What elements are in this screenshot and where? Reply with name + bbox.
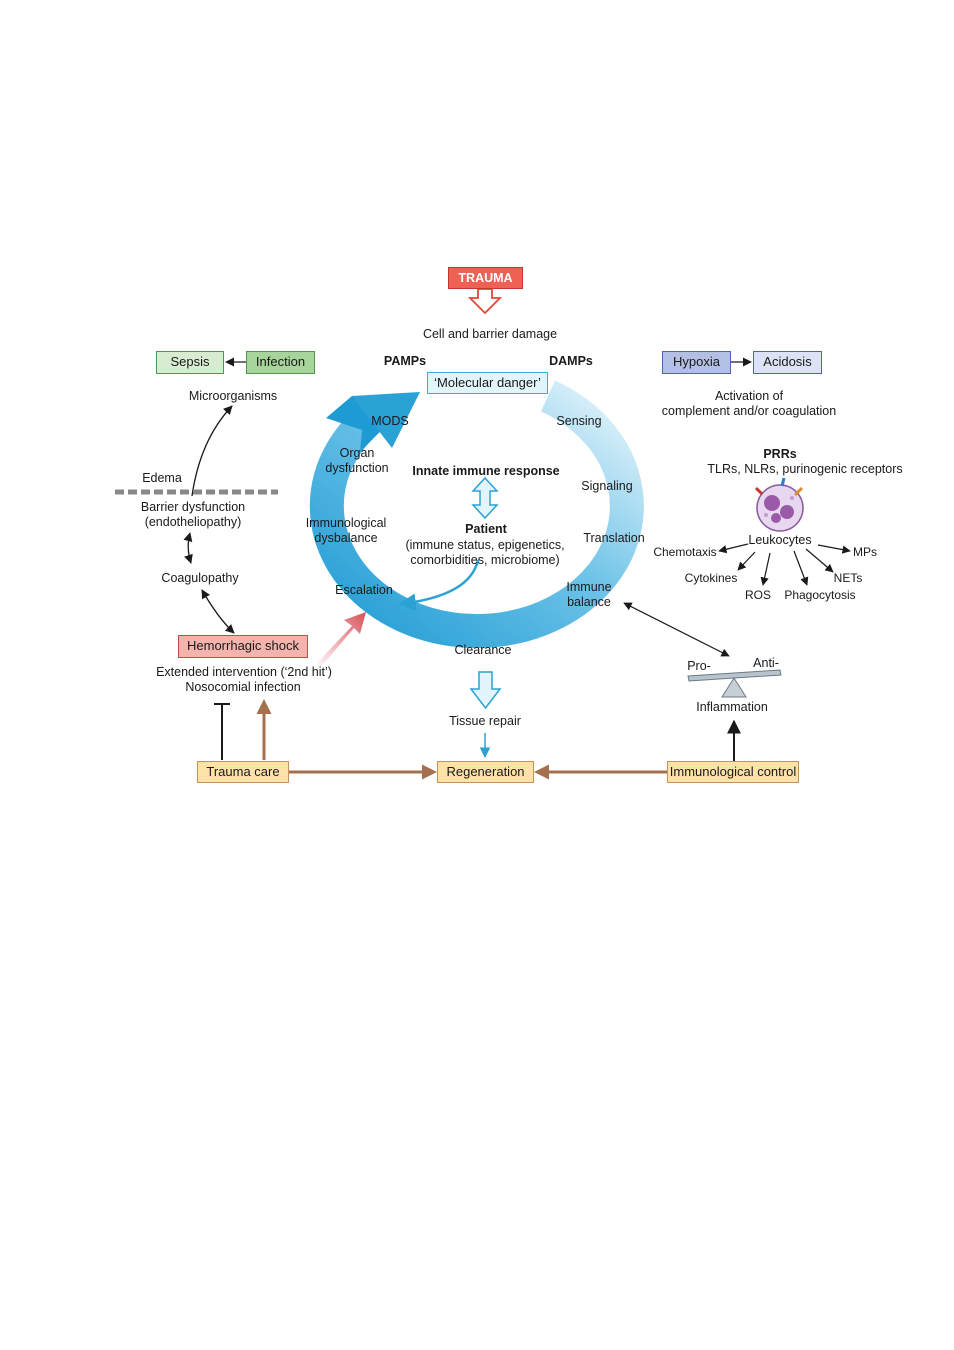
endotheliopathy-label: (endotheliopathy) [144, 515, 242, 529]
molecular-danger-box: ‘Molecular danger’ [427, 372, 548, 394]
to-chemotaxis-arrow [718, 543, 749, 554]
clearance-label: Clearance [454, 643, 512, 657]
dysbalance-label: dysbalance [314, 531, 378, 545]
balance-label: balance [567, 595, 611, 609]
complement-coagulation-label: complement and/or coagulation [661, 404, 837, 418]
cycle-arrowhead-tip [352, 392, 420, 448]
edema-label: Edema [142, 471, 182, 485]
organ-dysfunction-label: dysfunction [325, 461, 389, 475]
cell-barrier-damage-label: Cell and barrier damage [422, 327, 558, 341]
signaling-label: Signaling [581, 479, 633, 493]
to-mps-arrow [817, 544, 851, 554]
trauma-down-arrow [467, 288, 503, 315]
immune-label: Immune [566, 580, 612, 594]
acidosis-box: Acidosis [753, 351, 822, 374]
hypoxia-box: Hypoxia [662, 351, 731, 374]
regeneration-box: Regeneration [437, 761, 534, 783]
chemotaxis-label: Chemotaxis [653, 545, 717, 559]
nosocomial-infection-label: Nosocomial infection [185, 680, 301, 694]
escalation-label: Escalation [335, 583, 393, 597]
infection-box: Infection [246, 351, 315, 374]
innate-immune-response-label: Innate immune response [412, 464, 560, 478]
coagulopathy-label: Coagulopathy [161, 571, 239, 585]
nets-label: NETs [833, 571, 863, 585]
immunological-label: Immunological [305, 516, 387, 530]
barrier-to-microorganisms-arrow [191, 405, 233, 497]
sepsis-box: Sepsis [156, 351, 224, 374]
balance-scale-icon [687, 669, 782, 698]
patient-details-line2: comorbidities, microbiome) [410, 553, 560, 567]
barrier-dysfunction-label: Barrier dysfunction [140, 500, 246, 514]
tissue-repair-label: Tissue repair [449, 714, 521, 728]
patient-label: Patient [465, 522, 507, 536]
cycle-ring [309, 380, 644, 649]
hemorrhagic-shock-box: Hemorrhagic shock [178, 635, 308, 658]
to-cytokines-arrow [737, 551, 756, 571]
coag-hemorrhagic-arrow [201, 589, 235, 634]
leukocyte-icon [754, 477, 804, 532]
cytokines-label: Cytokines [684, 571, 738, 585]
activation-label: Activation of [714, 389, 784, 403]
mods-label: MODS [371, 414, 409, 428]
innate-patient-double-arrow [471, 476, 499, 520]
to-nets-arrow [805, 548, 834, 573]
barrier-coag-arrow [183, 532, 193, 564]
immune-balance-scale-arrow [623, 602, 730, 657]
escalation-arrow [398, 559, 480, 611]
to-ros-arrow [760, 552, 771, 586]
trauma-box: TRAUMA [448, 267, 523, 289]
sensing-label: Sensing [556, 414, 602, 428]
patient-details-line1: (immune status, epigenetics, [405, 538, 565, 552]
to-phagocytosis-arrow [793, 550, 809, 586]
organ-label: Organ [339, 446, 375, 460]
leukocytes-label: Leukocytes [748, 533, 812, 547]
pamps-label: PAMPs [383, 354, 427, 368]
translation-label: Translation [583, 531, 645, 545]
clearance-down-arrow [469, 671, 502, 710]
hemorrhagic-red-arrow [316, 612, 366, 668]
microorganisms-label: Microorganisms [188, 389, 278, 403]
extended-intervention-label: Extended intervention (‘2nd hit’) [156, 665, 332, 679]
inflammation-label: Inflammation [696, 700, 768, 714]
immunological-control-box: Immunological control [667, 761, 799, 783]
mps-label: MPs [853, 545, 877, 559]
phagocytosis-label: Phagocytosis [784, 588, 856, 602]
damps-label: DAMPs [549, 354, 593, 368]
ros-label: ROS [744, 588, 772, 602]
anti-label: Anti- [753, 656, 779, 670]
prrs-label: PRRs [763, 447, 797, 461]
pro-label: Pro- [687, 659, 711, 673]
receptors-label: TLRs, NLRs, purinogenic receptors [707, 462, 903, 476]
trauma-care-box: Trauma care [197, 761, 289, 783]
